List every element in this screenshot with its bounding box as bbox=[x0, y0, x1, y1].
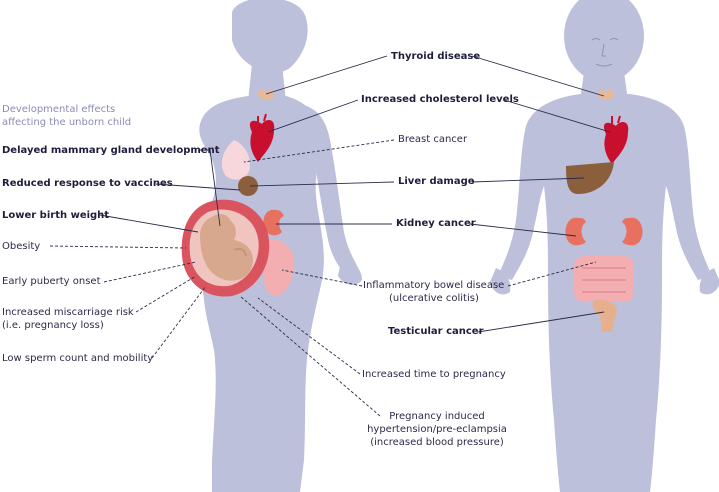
label-obesity: Obesity bbox=[2, 241, 41, 252]
testis-icon bbox=[592, 299, 617, 332]
label-breast-cancer: Breast cancer bbox=[398, 134, 468, 145]
breast-icon bbox=[221, 140, 250, 180]
label-liver-damage: Liver damage bbox=[398, 176, 475, 187]
label-preeclampsia-line1: Pregnancy induced bbox=[389, 411, 485, 422]
male-kidney-left-icon bbox=[565, 217, 586, 246]
male-thyroid-icon bbox=[598, 89, 614, 100]
label-puberty: Early puberty onset bbox=[2, 276, 101, 287]
label-testicular-cancer: Testicular cancer bbox=[388, 326, 484, 337]
male-liver-icon bbox=[566, 162, 614, 194]
label-sperm: Low sperm count and mobility bbox=[2, 353, 154, 364]
connector-lines bbox=[49, 55, 611, 417]
label-thyroid-disease: Thyroid disease bbox=[391, 51, 481, 62]
section-title-line1: Developmental effects bbox=[2, 104, 116, 115]
label-cholesterol: Increased cholesterol levels bbox=[361, 94, 519, 105]
label-time-to-pregnancy: Increased time to pregnancy bbox=[362, 369, 506, 380]
section-title-line2: affecting the unborn child bbox=[2, 117, 132, 128]
female-organs bbox=[181, 89, 295, 297]
label-miscarriage-line1: Increased miscarriage risk bbox=[2, 307, 134, 318]
label-preeclampsia-line3: (increased blood pressure) bbox=[370, 437, 504, 448]
label-mammary-gland: Delayed mammary gland development bbox=[2, 145, 220, 156]
label-birth-weight: Lower birth weight bbox=[2, 210, 110, 221]
female-silhouette bbox=[199, 0, 362, 492]
label-miscarriage-line2: (i.e. pregnancy loss) bbox=[2, 320, 104, 331]
label-vaccines: Reduced response to vaccines bbox=[2, 178, 173, 189]
male-face bbox=[591, 38, 619, 67]
male-heart-icon bbox=[603, 122, 629, 164]
male-silhouette bbox=[490, 0, 719, 492]
label-preeclampsia-line2: hypertension/pre-eclampsia bbox=[367, 424, 507, 435]
male-kidney-right-icon bbox=[622, 217, 643, 246]
male-organs bbox=[565, 89, 643, 332]
female-intestine-icon bbox=[262, 239, 295, 296]
female-heart-icon bbox=[249, 120, 275, 162]
female-kidney-icon bbox=[263, 209, 284, 236]
label-ibd-line1: Inflammatory bowel disease bbox=[363, 280, 505, 291]
female-liver-icon bbox=[238, 176, 258, 196]
label-kidney-cancer: Kidney cancer bbox=[396, 218, 476, 229]
female-thyroid-icon bbox=[258, 89, 274, 100]
label-ibd-line2: (ulcerative colitis) bbox=[389, 293, 479, 304]
